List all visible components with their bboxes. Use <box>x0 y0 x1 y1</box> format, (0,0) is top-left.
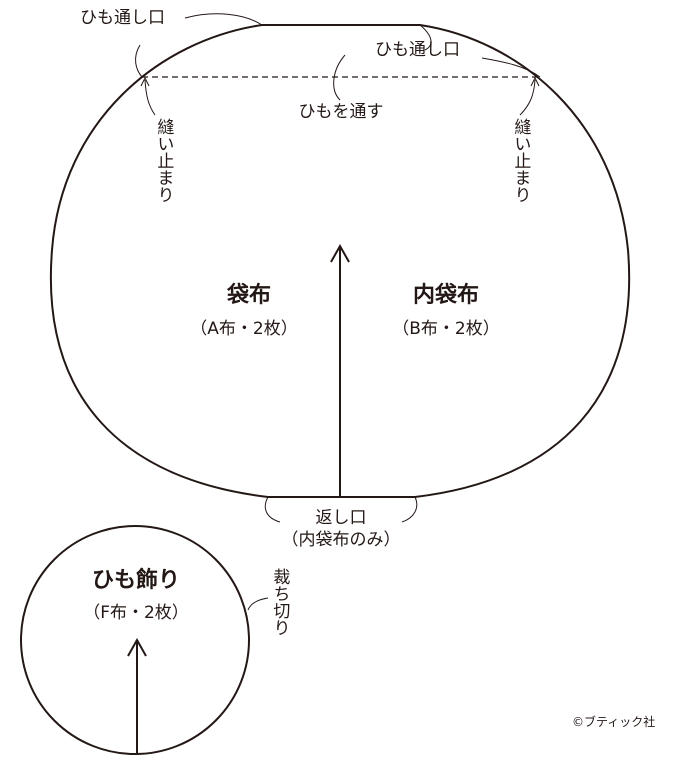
label-stop-right: 縫い止まり <box>510 118 531 203</box>
stop-right-arrow <box>519 79 536 116</box>
leader-top-right <box>419 24 432 51</box>
label-opening-top-left: ひも通し口 <box>80 8 165 28</box>
sub-outer-piece: （A布・2枚） <box>190 319 298 339</box>
grain-arrowhead-main <box>330 243 350 263</box>
label-cut: 裁ち切り <box>269 568 290 636</box>
credit: ©ブティック社 <box>572 715 656 729</box>
stop-right-arrowhead <box>530 76 540 87</box>
leader-top-left-corner <box>135 44 143 78</box>
label-drawstring: ひもを通す <box>298 102 384 122</box>
label-opening-top-right: ひも通し口 <box>375 40 460 60</box>
leader-cut <box>247 597 269 611</box>
leader-top-left <box>184 13 263 26</box>
stop-left-arrowhead <box>140 76 150 87</box>
leader-top-right-corner <box>481 57 541 78</box>
grain-arrowhead-ornament <box>127 637 147 657</box>
label-return-opening: 返し口 <box>315 508 367 528</box>
title-inner-piece: 内袋布 <box>412 283 480 308</box>
sub-inner-piece: （B布・2枚） <box>392 319 500 339</box>
leader-drawstring <box>333 54 346 101</box>
leader-return-right <box>401 496 418 523</box>
leader-return-left <box>264 496 281 523</box>
label-stop-left: 縫い止まり <box>153 118 174 203</box>
label-return-opening-note: （内袋布のみ） <box>281 530 401 550</box>
title-ornament: ひも飾り <box>91 568 181 593</box>
title-outer-piece: 袋布 <box>226 283 272 308</box>
ornament-circle <box>20 525 250 755</box>
sub-ornament: （F布・2枚） <box>83 603 189 623</box>
stop-left-arrow <box>144 79 156 116</box>
